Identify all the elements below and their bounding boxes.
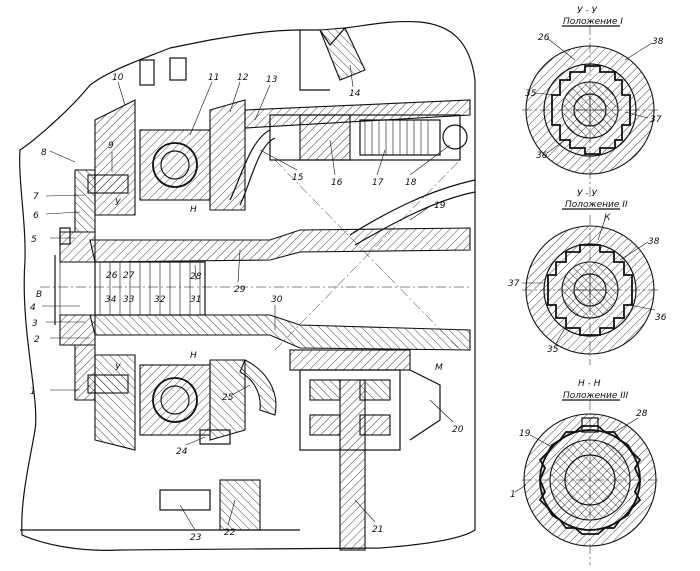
section-1-label-26: 26 <box>538 33 550 43</box>
section-2-label-36: 36 <box>655 313 667 323</box>
part-number-15: 15 <box>292 173 304 183</box>
part-number-27: 27 <box>123 271 135 281</box>
section-1-position: Положение I <box>563 17 623 27</box>
part-number-30: 30 <box>271 295 283 305</box>
part-number-4: 4 <box>30 303 36 313</box>
part-number-5: 5 <box>31 235 37 245</box>
section-3-label-1: 1 <box>510 490 516 500</box>
part-number-9: 9 <box>108 141 114 151</box>
section-1-title: У - У <box>577 6 597 16</box>
letter-u-lower: У <box>115 363 121 373</box>
part-number-13: 13 <box>266 75 278 85</box>
section-2-position: Положение II <box>565 200 628 210</box>
part-number-16: 16 <box>331 178 343 188</box>
section-3-label-28: 28 <box>636 409 648 419</box>
part-number-26: 26 <box>106 271 118 281</box>
part-number-31: 31 <box>190 295 201 305</box>
section-view-1: У - У Положение I 26 38 35 37 36 <box>522 6 664 198</box>
part-number-3: 3 <box>32 319 38 329</box>
part-number-14: 14 <box>349 89 361 99</box>
section-2-title: У - У <box>577 189 597 199</box>
section-1-label-38: 38 <box>652 37 664 47</box>
section-2-label-38: 38 <box>648 237 660 247</box>
part-number-19: 19 <box>434 201 446 211</box>
section-3-position: Положение III <box>563 391 629 401</box>
part-number-20: 20 <box>452 425 464 435</box>
part-number-11: 11 <box>208 73 219 83</box>
part-number-17: 17 <box>372 178 384 188</box>
part-number-23: 23 <box>190 533 202 543</box>
part-number-6: 6 <box>33 211 39 221</box>
section-view-3: Н - Н Положение III 28 19 1 <box>510 379 660 565</box>
letter-v: В <box>36 290 42 300</box>
part-number-24: 24 <box>176 447 188 457</box>
part-number-12: 12 <box>237 73 249 83</box>
section-1-label-37: 37 <box>650 115 662 125</box>
section-2-label-37: 37 <box>508 279 520 289</box>
part-number-18: 18 <box>405 178 417 188</box>
part-number-34: 34 <box>105 295 117 305</box>
part-number-1: 1 <box>30 387 36 397</box>
letter-u-upper: У <box>115 198 121 208</box>
section-1-label-36: 36 <box>536 151 548 161</box>
part-number-29: 29 <box>234 285 246 295</box>
part-number-33: 33 <box>123 295 135 305</box>
section-3-label-19: 19 <box>519 429 531 439</box>
section-2-label-35: 35 <box>547 345 559 355</box>
letter-n-lower: Н <box>190 351 197 361</box>
part-number-7: 7 <box>33 192 39 202</box>
main-view-labels: 1 2 3 4 5 6 7 8 9 10 11 12 13 14 15 16 1… <box>30 64 464 543</box>
part-number-28: 28 <box>190 272 202 282</box>
section-1-label-35: 35 <box>525 89 537 99</box>
part-number-32: 32 <box>154 295 166 305</box>
part-number-8: 8 <box>41 148 47 158</box>
part-number-2: 2 <box>34 335 40 345</box>
part-number-22: 22 <box>224 528 236 538</box>
section-2-label-k: К <box>604 213 611 223</box>
letter-m: М <box>435 363 443 373</box>
section-3-title: Н - Н <box>578 379 601 389</box>
letter-n-upper: Н <box>190 205 197 215</box>
section-view-2: У - У Положение II К 38 37 36 35 <box>508 189 667 365</box>
part-number-25: 25 <box>222 393 234 403</box>
part-number-21: 21 <box>372 525 383 535</box>
part-number-10: 10 <box>112 73 124 83</box>
main-section-view <box>19 20 476 551</box>
